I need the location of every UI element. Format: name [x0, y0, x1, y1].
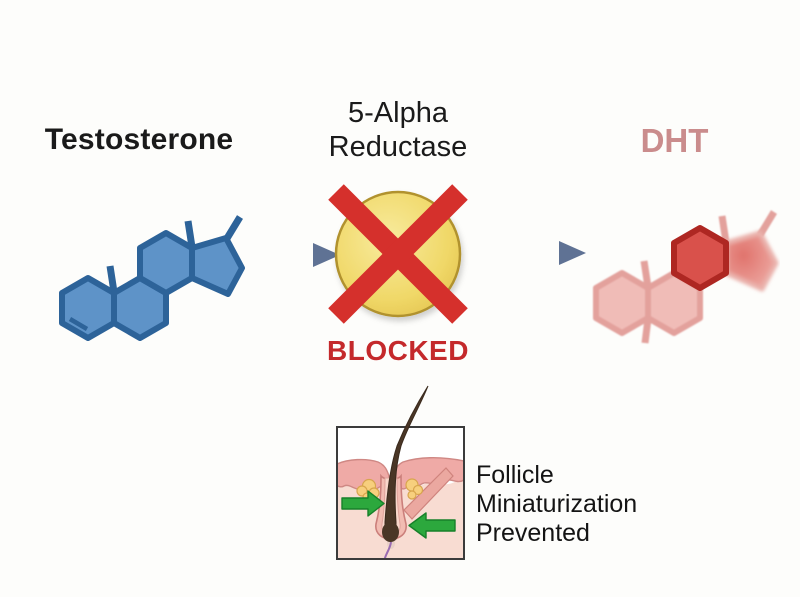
arrector-pili-muscle [403, 467, 454, 520]
arrow-right-icon [495, 241, 586, 265]
blocked-x-icon [328, 184, 468, 324]
follicle-box-border [336, 426, 465, 560]
arrow-right-icon [249, 243, 340, 267]
steroid-skeleton-blue [59, 215, 245, 341]
dht-label: DHT [640, 122, 709, 159]
caption-line1: Follicle [476, 461, 554, 489]
enzyme-label-line1: 5-Alpha [348, 97, 448, 129]
follicle-caption: Follicle Miniaturization Prevented [476, 461, 696, 548]
green-inward-arrow-icon [408, 512, 456, 539]
arrow-head [313, 243, 340, 267]
dht-molecule [593, 210, 779, 344]
methyl-group-icon [718, 215, 730, 243]
ring-d-pentagon-faded [723, 230, 779, 292]
epidermis [337, 458, 390, 490]
methyl-group-icon [641, 318, 652, 344]
enzyme-label-line2: Reductase [328, 131, 468, 163]
double-bond [68, 317, 89, 331]
ring-c [137, 230, 195, 296]
ring-a [593, 270, 651, 336]
caption-line3: Prevented [476, 519, 590, 547]
methyl-group-icon [640, 260, 652, 288]
ring-c-highlighted [671, 225, 729, 291]
enzyme-blocked-symbol [328, 184, 468, 324]
enzyme-label: 5-Alpha Reductase [295, 96, 501, 164]
ring-a [59, 275, 117, 341]
caption-line2: Miniaturization [476, 490, 638, 518]
testosterone-molecule [59, 215, 245, 341]
papilla-vessel [383, 541, 392, 559]
hair-bulb [382, 522, 399, 542]
green-inward-arrow-icon [341, 490, 385, 517]
blocked-label: BLOCKED [327, 335, 469, 366]
dht-faded-rings [593, 210, 777, 344]
testosterone-label: Testosterone [44, 123, 234, 156]
follicle-illustration [336, 385, 465, 560]
arrow-head [559, 241, 586, 265]
methyl-group-icon [184, 220, 196, 248]
ring-d-pentagon [189, 235, 245, 297]
methyl-group-icon [106, 265, 118, 293]
methyl-group-icon [757, 210, 777, 237]
